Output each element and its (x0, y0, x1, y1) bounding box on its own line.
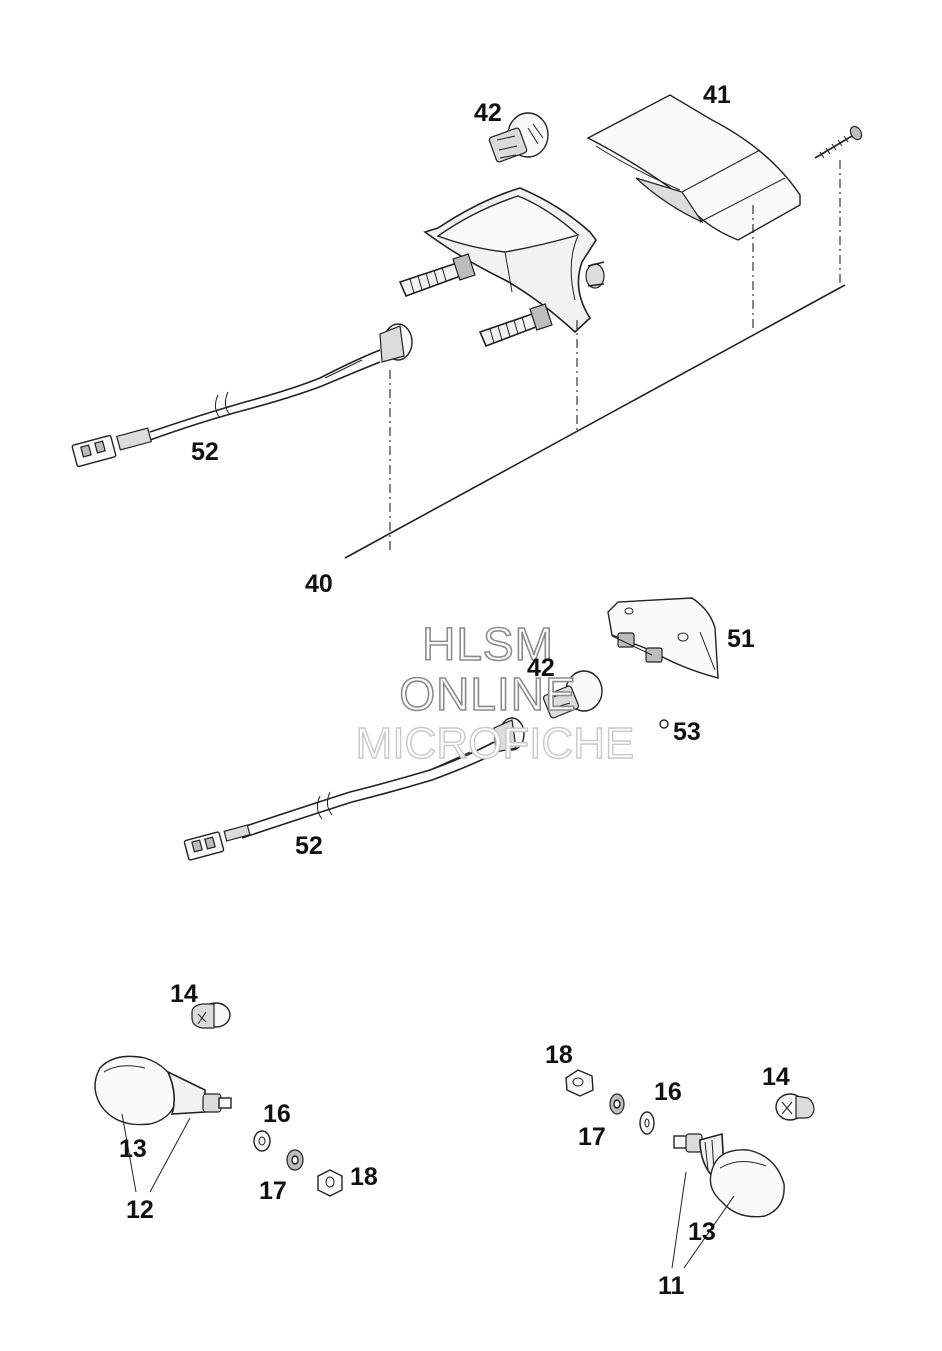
lens-icon[interactable] (94, 1055, 179, 1126)
mounting-stud-upper (398, 253, 476, 298)
lock-washer-right[interactable] (609, 1093, 625, 1115)
bulb-icon[interactable] (775, 1093, 815, 1121)
watermark: HLSM ONLINE MICROFICHE (355, 617, 635, 769)
lock-washer-left[interactable] (286, 1149, 304, 1171)
label-16-right: 16 (654, 1078, 682, 1106)
label-14-right: 14 (762, 1063, 790, 1091)
part-labels: 41 42 52 40 51 42 53 52 14 16 13 17 18 1… (119, 81, 790, 1300)
bulb-socket-upper[interactable] (379, 323, 413, 363)
label-13-left: 13 (119, 1135, 147, 1163)
bulb-socket-lower[interactable] (493, 717, 525, 753)
label-52-top: 52 (191, 438, 219, 466)
small-screw-53[interactable] (659, 719, 669, 729)
label-17-left: 17 (259, 1177, 287, 1205)
label-14-left: 14 (170, 980, 198, 1008)
nut-icon[interactable] (317, 1169, 343, 1197)
label-51: 51 (727, 625, 755, 653)
label-18-right: 18 (545, 1041, 573, 1069)
leader-lines-right (671, 1171, 735, 1269)
bulb-icon[interactable] (542, 670, 603, 719)
bulb-icon[interactable] (488, 112, 549, 163)
label-18-left: 18 (350, 1163, 378, 1191)
watermark-line-1: HLSM (422, 618, 554, 670)
wiring-harness-lower[interactable] (223, 741, 495, 842)
watermark-line-3: MICROFICHE (356, 719, 635, 768)
label-41: 41 (703, 81, 731, 109)
label-11: 11 (658, 1272, 685, 1300)
mounting-stud-lower (478, 303, 553, 348)
wiring-harness-upper[interactable] (115, 349, 381, 451)
label-13-right: 13 (688, 1218, 716, 1246)
nut-icon[interactable] (565, 1069, 594, 1097)
watermark-line-2: ONLINE (399, 668, 576, 720)
connector-icon[interactable] (71, 434, 117, 468)
screw-icon[interactable] (814, 124, 864, 159)
connector-icon[interactable] (183, 831, 225, 861)
lens-icon[interactable] (709, 1149, 785, 1218)
label-52-mid: 52 (295, 832, 323, 860)
tail-light-lens[interactable] (586, 94, 801, 241)
license-plate-light-housing[interactable] (607, 597, 719, 679)
assembly-reference-lines (344, 160, 846, 559)
washer-icon[interactable] (639, 1111, 655, 1135)
label-12: 12 (126, 1196, 154, 1224)
indicator-stalk-left[interactable] (166, 1070, 232, 1115)
label-42-top: 42 (474, 99, 502, 127)
washer-icon[interactable] (253, 1130, 271, 1152)
label-53: 53 (673, 718, 701, 746)
label-40: 40 (305, 570, 333, 598)
label-42-mid: 42 (527, 654, 555, 682)
tail-light-housing[interactable] (423, 187, 605, 334)
leader-lines-left (121, 1113, 191, 1193)
label-16-left: 16 (263, 1100, 291, 1128)
bulb-icon[interactable] (191, 1002, 231, 1029)
label-17-right: 17 (578, 1123, 606, 1151)
